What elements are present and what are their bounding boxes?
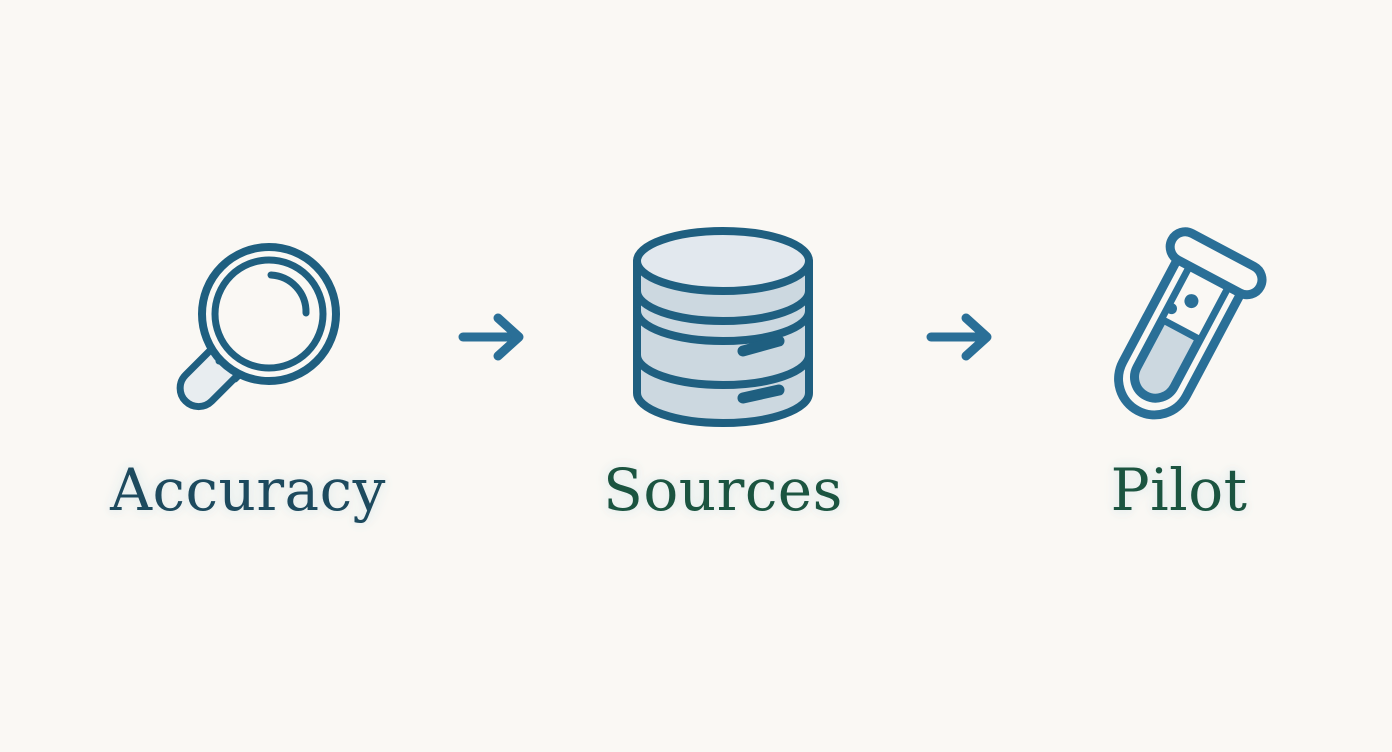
flow-connector-2 [925,311,997,363]
database-icon [623,227,823,433]
flow-step-pilot[interactable]: Pilot [1049,227,1309,524]
flow-step-accuracy[interactable]: Accuracy [83,233,413,519]
arrow-right-icon [457,311,529,363]
magnifier-icon [143,233,353,433]
flow-step-label-accuracy: Accuracy [110,456,386,524]
test-tube-icon [1089,227,1269,433]
flow-step-label-sources: Sources [603,456,843,524]
flow-step-label-pilot: Pilot [1110,456,1248,524]
flow-step-sources[interactable]: Sources [573,227,873,524]
flow-connector-1 [457,311,529,363]
arrow-right-icon [925,311,997,363]
